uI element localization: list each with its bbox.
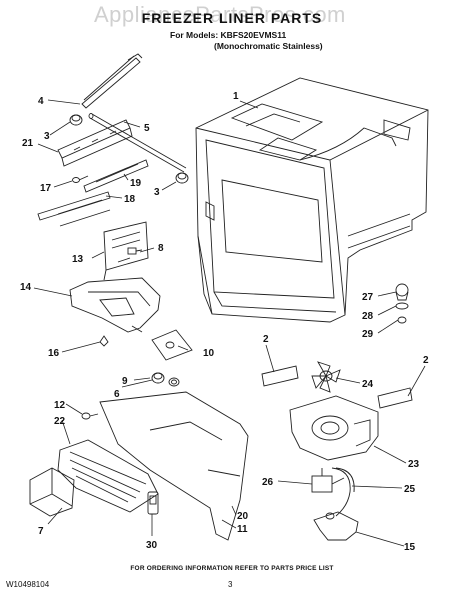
callout-21: 21 xyxy=(22,138,34,149)
callout-2-right: 2 xyxy=(423,355,429,366)
ordering-note: FOR ORDERING INFORMATION REFER TO PARTS … xyxy=(130,565,334,572)
part-14-tray xyxy=(69,277,161,333)
part-23-housing xyxy=(289,395,379,461)
callout-16: 16 xyxy=(48,348,60,359)
callout-20: 20 xyxy=(237,511,249,522)
part-19-slide xyxy=(83,159,149,193)
part-24-fan xyxy=(311,361,341,393)
part-10-pad xyxy=(151,329,193,361)
callout-15: 15 xyxy=(404,542,416,553)
leader-lines xyxy=(33,99,426,547)
callout-4: 4 xyxy=(38,96,44,107)
callout-2-left: 2 xyxy=(263,334,269,345)
part-11-panel xyxy=(99,391,249,541)
part-26-motor xyxy=(311,468,345,493)
callout-24: 24 xyxy=(362,379,374,390)
callout-14: 14 xyxy=(20,282,32,293)
variant-line: (Monochromatic Stainless) xyxy=(214,41,323,51)
part-21-bracket xyxy=(57,119,133,167)
callout-6: 6 xyxy=(114,389,120,400)
part-16-fastener xyxy=(99,335,109,347)
callout-22: 22 xyxy=(54,416,66,427)
callout-10: 10 xyxy=(203,348,215,359)
callout-27: 27 xyxy=(362,292,374,303)
callout-11: 11 xyxy=(237,524,248,535)
part-6-bushing xyxy=(168,377,180,387)
part-4-rail xyxy=(81,53,143,109)
callout-18: 18 xyxy=(124,194,136,205)
part-5-rod xyxy=(88,113,187,173)
callout-30: 30 xyxy=(146,540,158,551)
callout-25: 25 xyxy=(404,484,416,495)
callout-3-lower: 3 xyxy=(154,187,160,198)
part-27-29-bulb xyxy=(395,283,409,324)
callout-29: 29 xyxy=(362,329,374,340)
callout-5: 5 xyxy=(144,123,150,134)
part-30-switch xyxy=(147,491,159,515)
part-7-cover xyxy=(29,467,75,517)
page-number: 3 xyxy=(228,580,233,589)
callout-7: 7 xyxy=(38,526,44,537)
watermark: AppliancePartsPros.com xyxy=(94,2,346,27)
callout-9: 9 xyxy=(122,376,128,387)
part-2-pad-right xyxy=(377,387,413,409)
callout-23: 23 xyxy=(408,459,420,470)
document-number: W10498104 xyxy=(6,580,50,589)
part-9-knob xyxy=(151,372,165,384)
page-title: FREEZER LINER PARTS xyxy=(141,10,323,26)
part-3-cap-lower xyxy=(175,172,189,184)
callout-8: 8 xyxy=(158,243,164,254)
callout-26: 26 xyxy=(262,477,274,488)
part-freezer-liner xyxy=(195,77,429,323)
part-13-plate xyxy=(103,221,149,281)
callout-19: 19 xyxy=(130,178,142,189)
models-line: For Models: KBFS20EVMS11 xyxy=(170,30,287,40)
part-22-grille xyxy=(57,439,159,513)
callout-1: 1 xyxy=(233,91,239,102)
part-15-bracket xyxy=(313,511,359,541)
part-3-cap-upper xyxy=(69,114,83,126)
callout-17: 17 xyxy=(40,183,52,194)
part-12-screw xyxy=(81,412,99,420)
callout-28: 28 xyxy=(362,311,374,322)
part-17-screw xyxy=(72,175,89,183)
part-2-pad-left xyxy=(261,365,299,387)
callout-3-upper: 3 xyxy=(44,131,50,142)
part-8-clip xyxy=(127,247,143,255)
callout-13: 13 xyxy=(72,254,84,265)
part-18-rail xyxy=(37,191,111,227)
part-25-harness xyxy=(331,467,355,517)
callout-12: 12 xyxy=(54,400,66,411)
